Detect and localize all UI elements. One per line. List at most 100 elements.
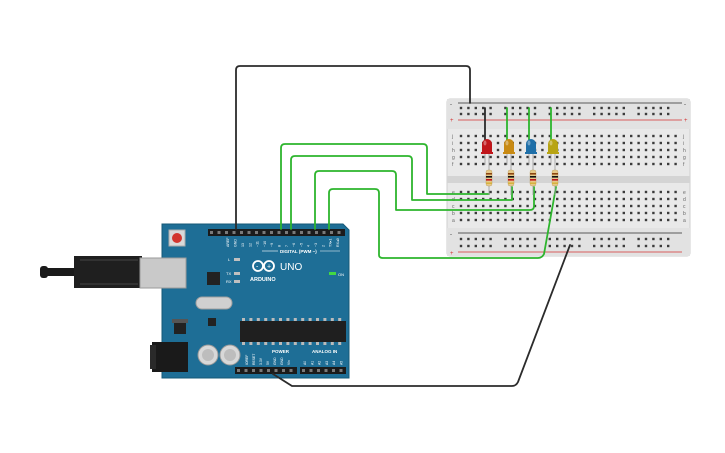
breadboard-hole[interactable] <box>622 112 625 116</box>
breadboard-hole[interactable] <box>563 190 566 194</box>
breadboard-hole[interactable] <box>593 106 596 110</box>
breadboard-hole[interactable] <box>607 112 611 116</box>
breadboard-hole[interactable] <box>652 148 655 152</box>
breadboard-hole[interactable] <box>578 134 581 138</box>
breadboard-hole[interactable] <box>511 204 514 208</box>
resistor[interactable] <box>507 165 515 195</box>
breadboard-hole[interactable] <box>541 197 544 201</box>
breadboard-hole[interactable] <box>600 197 603 201</box>
breadboard-hole[interactable] <box>474 141 477 145</box>
breadboard-hole[interactable] <box>593 211 596 215</box>
breadboard-hole[interactable] <box>511 218 514 222</box>
breadboard-hole[interactable] <box>533 134 537 138</box>
breadboard-hole[interactable] <box>519 211 522 215</box>
breadboard-hole[interactable] <box>519 218 522 222</box>
breadboard-hole[interactable] <box>659 148 662 152</box>
breadboard-hole[interactable] <box>519 112 522 116</box>
breadboard-hole[interactable] <box>541 218 544 222</box>
breadboard-hole[interactable] <box>674 141 677 145</box>
breadboard-hole[interactable] <box>496 141 500 145</box>
breadboard-hole[interactable] <box>467 106 470 110</box>
header-pin[interactable] <box>210 231 213 234</box>
breadboard-hole[interactable] <box>504 106 507 110</box>
breadboard-hole[interactable] <box>474 204 477 208</box>
breadboard-hole[interactable] <box>474 112 477 116</box>
breadboard-hole[interactable] <box>556 237 559 241</box>
breadboard-hole[interactable] <box>674 211 677 215</box>
breadboard-hole[interactable] <box>674 197 677 201</box>
breadboard-hole[interactable] <box>578 141 581 145</box>
breadboard-hole[interactable] <box>474 211 477 215</box>
breadboard-hole[interactable] <box>637 162 640 166</box>
breadboard-hole[interactable] <box>467 197 470 201</box>
breadboard-hole[interactable] <box>459 190 463 194</box>
breadboard-hole[interactable] <box>459 141 463 145</box>
breadboard-hole[interactable] <box>615 148 618 152</box>
breadboard-hole[interactable] <box>593 134 596 138</box>
breadboard-hole[interactable] <box>630 134 633 138</box>
breadboard-hole[interactable] <box>467 148 470 152</box>
breadboard-hole[interactable] <box>482 190 485 194</box>
breadboard-hole[interactable] <box>593 244 596 248</box>
breadboard-hole[interactable] <box>615 106 618 110</box>
breadboard-hole[interactable] <box>519 148 522 152</box>
breadboard-hole[interactable] <box>622 197 625 201</box>
breadboard-hole[interactable] <box>489 244 492 248</box>
header-pin[interactable] <box>317 369 320 372</box>
breadboard-hole[interactable] <box>652 204 655 208</box>
breadboard-hole[interactable] <box>615 112 618 116</box>
breadboard-hole[interactable] <box>526 155 529 159</box>
breadboard-hole[interactable] <box>615 211 618 215</box>
breadboard-hole[interactable] <box>519 190 522 194</box>
breadboard-hole[interactable] <box>489 106 492 110</box>
breadboard-hole[interactable] <box>600 237 603 241</box>
breadboard-hole[interactable] <box>570 106 574 110</box>
header-pin[interactable] <box>247 231 251 234</box>
breadboard-hole[interactable] <box>504 204 507 208</box>
breadboard-hole[interactable] <box>607 244 611 248</box>
breadboard-hole[interactable] <box>667 141 670 145</box>
breadboard-hole[interactable] <box>674 162 677 166</box>
breadboard-hole[interactable] <box>578 190 581 194</box>
breadboard-hole[interactable] <box>504 190 507 194</box>
breadboard-hole[interactable] <box>607 204 611 208</box>
breadboard-hole[interactable] <box>637 106 640 110</box>
breadboard-hole[interactable] <box>467 237 470 241</box>
breadboard-hole[interactable] <box>585 162 588 166</box>
breadboard-hole[interactable] <box>630 211 633 215</box>
breadboard-hole[interactable] <box>459 237 463 241</box>
breadboard-hole[interactable] <box>496 134 500 138</box>
breadboard-hole[interactable] <box>644 112 648 116</box>
breadboard-hole[interactable] <box>548 204 551 208</box>
breadboard-hole[interactable] <box>637 197 640 201</box>
breadboard-hole[interactable] <box>652 190 655 194</box>
breadboard-hole[interactable] <box>496 155 500 159</box>
breadboard-hole[interactable] <box>511 244 514 248</box>
header-pin[interactable] <box>270 231 273 234</box>
breadboard-hole[interactable] <box>570 237 574 241</box>
wire-pin-4[interactable] <box>328 186 557 259</box>
breadboard-hole[interactable] <box>667 237 670 241</box>
breadboard-hole[interactable] <box>652 106 655 110</box>
breadboard-hole[interactable] <box>600 211 603 215</box>
breadboard-hole[interactable] <box>548 112 551 116</box>
breadboard-hole[interactable] <box>585 155 588 159</box>
breadboard-hole[interactable] <box>556 112 559 116</box>
breadboard-hole[interactable] <box>467 155 470 159</box>
breadboard-hole[interactable] <box>667 211 670 215</box>
breadboard-hole[interactable] <box>600 106 603 110</box>
breadboard-hole[interactable] <box>459 112 463 116</box>
breadboard-hole[interactable] <box>489 197 492 201</box>
breadboard-hole[interactable] <box>504 155 507 159</box>
breadboard-hole[interactable] <box>593 204 596 208</box>
breadboard-hole[interactable] <box>474 162 477 166</box>
breadboard-hole[interactable] <box>615 218 618 222</box>
breadboard-hole[interactable] <box>652 155 655 159</box>
breadboard-hole[interactable] <box>541 134 544 138</box>
breadboard-hole[interactable] <box>467 204 470 208</box>
breadboard-hole[interactable] <box>585 134 588 138</box>
breadboard-hole[interactable] <box>496 162 500 166</box>
breadboard-hole[interactable] <box>541 141 544 145</box>
breadboard-hole[interactable] <box>674 134 677 138</box>
breadboard-hole[interactable] <box>519 141 522 145</box>
